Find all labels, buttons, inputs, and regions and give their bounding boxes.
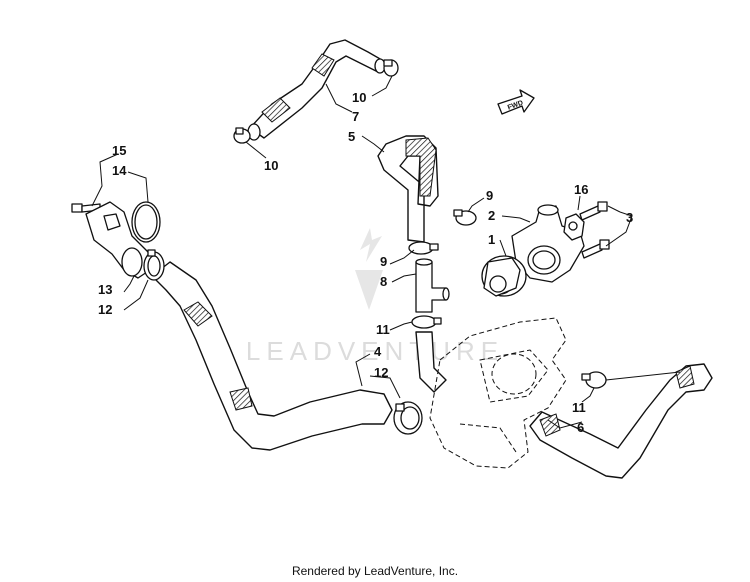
callout-3: 3 (626, 210, 633, 225)
clamp-11-center (411, 315, 442, 329)
callout-6: 6 (577, 420, 584, 435)
callout-10-lower: 10 (264, 158, 278, 173)
hose-7 (247, 39, 386, 141)
callout-7: 7 (352, 109, 359, 124)
callout-12-lower: 12 (374, 365, 388, 380)
clamp-12-lower (393, 401, 423, 435)
clamp-9-left (408, 241, 439, 255)
callout-8: 8 (380, 274, 387, 289)
hose-short (415, 331, 447, 393)
callout-9-left: 9 (380, 254, 387, 269)
callout-2: 2 (488, 208, 495, 223)
clamp-11-right (581, 371, 607, 389)
callout-10-upper: 10 (352, 90, 366, 105)
hose-5 (377, 135, 439, 243)
clamp-10-lower (233, 127, 251, 144)
hose-4 (151, 261, 393, 451)
callout-12-left: 12 (98, 302, 112, 317)
water-pump (429, 317, 567, 469)
thermostat-1 (481, 255, 527, 297)
callout-11-center: 11 (376, 322, 390, 337)
watermark: LEADVENTURE (246, 228, 504, 366)
callout-15: 15 (112, 143, 126, 158)
bolt-3-upper (579, 201, 608, 221)
clamp-9-right (453, 209, 477, 226)
callout-13: 13 (98, 282, 112, 297)
leader-lines (91, 75, 633, 429)
hose-6 (529, 363, 713, 479)
housing-2 (511, 204, 585, 283)
watermark-text: LEADVENTURE (246, 336, 504, 366)
callouts: 10 7 5 10 9 2 1 16 3 9 8 11 4 12 11 6 15… (98, 90, 633, 435)
bolt-3-lower (581, 239, 610, 259)
leader-11-right-extra (605, 371, 681, 381)
clamp-10-upper (383, 59, 399, 77)
callout-4: 4 (374, 344, 382, 359)
callout-1: 1 (488, 232, 495, 247)
gasket-16 (563, 213, 585, 241)
footer-credit: Rendered by LeadVenture, Inc. (291, 564, 459, 578)
clamp-12-left (143, 249, 165, 281)
callout-5: 5 (348, 129, 355, 144)
fitting-8 (415, 258, 450, 313)
callout-14: 14 (112, 163, 127, 178)
housing-13 (85, 201, 151, 279)
callout-9-right: 9 (486, 188, 493, 203)
callout-16: 16 (574, 182, 588, 197)
fwd-arrow-icon: FWD (497, 89, 535, 115)
o-ring-14 (131, 201, 161, 243)
callout-11-right: 11 (572, 400, 586, 415)
